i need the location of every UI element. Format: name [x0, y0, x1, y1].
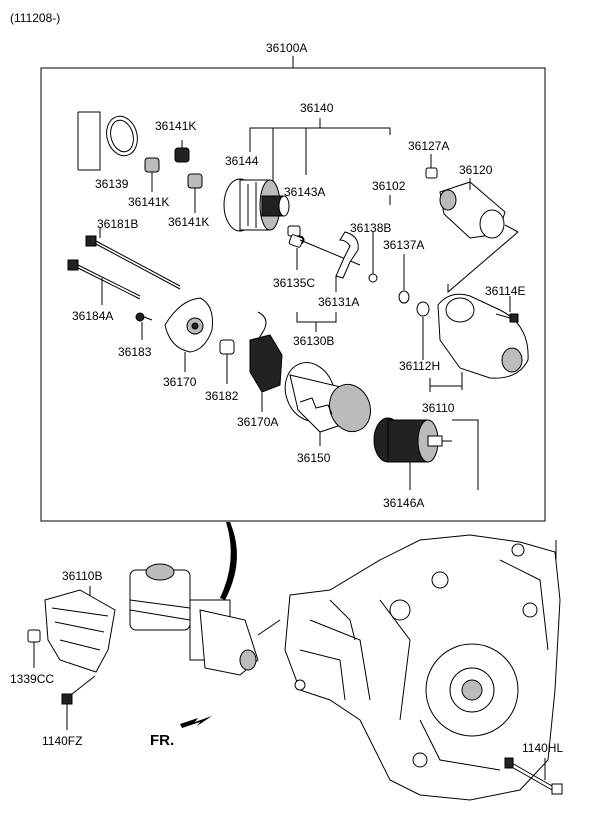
label-36131A: 36131A [318, 295, 359, 309]
label-36102: 36102 [372, 179, 406, 193]
engine-block [284, 534, 561, 801]
part-36141K-bushing-b [144, 157, 160, 192]
label-1140FZ: 1140FZ [42, 734, 82, 748]
label-36130B: 36130B [293, 334, 334, 348]
label-36120: 36120 [459, 163, 493, 177]
label-36150: 36150 [297, 451, 331, 465]
label-36140: 36140 [300, 101, 334, 115]
installed-starter [129, 563, 281, 676]
part-36110-housing [437, 293, 529, 390]
label-36138B: 36138B [350, 221, 391, 235]
label-36170: 36170 [163, 375, 197, 389]
label-36114E: 36114E [485, 284, 525, 298]
label-1339CC: 1339CC [10, 672, 54, 686]
label-36144: 36144 [225, 154, 259, 168]
bracket-36110 [430, 372, 463, 387]
part-36131A-lever [335, 231, 359, 292]
part-36127A-nut [425, 154, 438, 179]
part-36110B-heat-shield [44, 586, 116, 673]
part-36112H-bush [416, 301, 430, 360]
label-36110B: 36110B [62, 569, 102, 583]
part-36182-bushing [219, 339, 235, 384]
part-36146A-armature [373, 417, 452, 490]
part-36141K-bushing-c [187, 173, 203, 213]
part-36114E-bolt [495, 296, 519, 323]
part-36137A-ring [398, 254, 410, 304]
label-36183: 36183 [118, 345, 152, 359]
part-36135C [288, 234, 304, 270]
label-36139: 36139 [95, 177, 129, 191]
label-1140HL: 1140HL [522, 741, 563, 755]
part-36144-clutch [223, 178, 290, 232]
label-36141K-b: 36141K [128, 195, 169, 209]
bracket-36130B [296, 312, 337, 323]
label-36112H: 36112H [399, 359, 440, 373]
part-1140HL-bolt [504, 757, 563, 795]
part-1339CC-nut [27, 629, 41, 668]
part-36138B-clip [368, 232, 378, 283]
label-36170A: 36170A [237, 415, 278, 429]
bracket-36140 [249, 127, 391, 135]
front-arrow-icon [180, 716, 212, 728]
assembly-frame [40, 67, 546, 522]
label-36184A: 36184A [72, 309, 113, 323]
label-36110: 36110 [422, 401, 455, 415]
part-1140FZ-bolt [61, 675, 96, 730]
part-36181B-through-bolt [85, 228, 181, 290]
label-36137A: 36137A [383, 238, 424, 252]
label-36135C: 36135C [273, 276, 315, 290]
part-36170-end-frame [164, 297, 213, 372]
label-36100A: 36100A [266, 41, 307, 55]
label-36127A: 36127A [408, 139, 449, 153]
part-36183-screw [135, 312, 153, 340]
part-36150-yoke [284, 362, 372, 446]
part-36184A-bolt [67, 259, 141, 305]
label-36141K-a: 36141K [155, 119, 196, 133]
label-36143A: 36143A [284, 185, 325, 199]
part-36120-solenoid [439, 178, 506, 239]
label-36182: 36182 [205, 389, 239, 403]
part-36141K-bushing-a [174, 140, 190, 163]
pointer-arrow [220, 522, 237, 600]
date-code: (111208-) [10, 11, 60, 25]
label-36141K-c: 36141K [168, 215, 209, 229]
label-36181B: 36181B [97, 217, 138, 231]
part-36139-ring [77, 111, 138, 171]
direction-label: FR. [150, 732, 174, 749]
label-36146A: 36146A [383, 496, 424, 510]
part-36170A-brush-holder [249, 311, 283, 412]
